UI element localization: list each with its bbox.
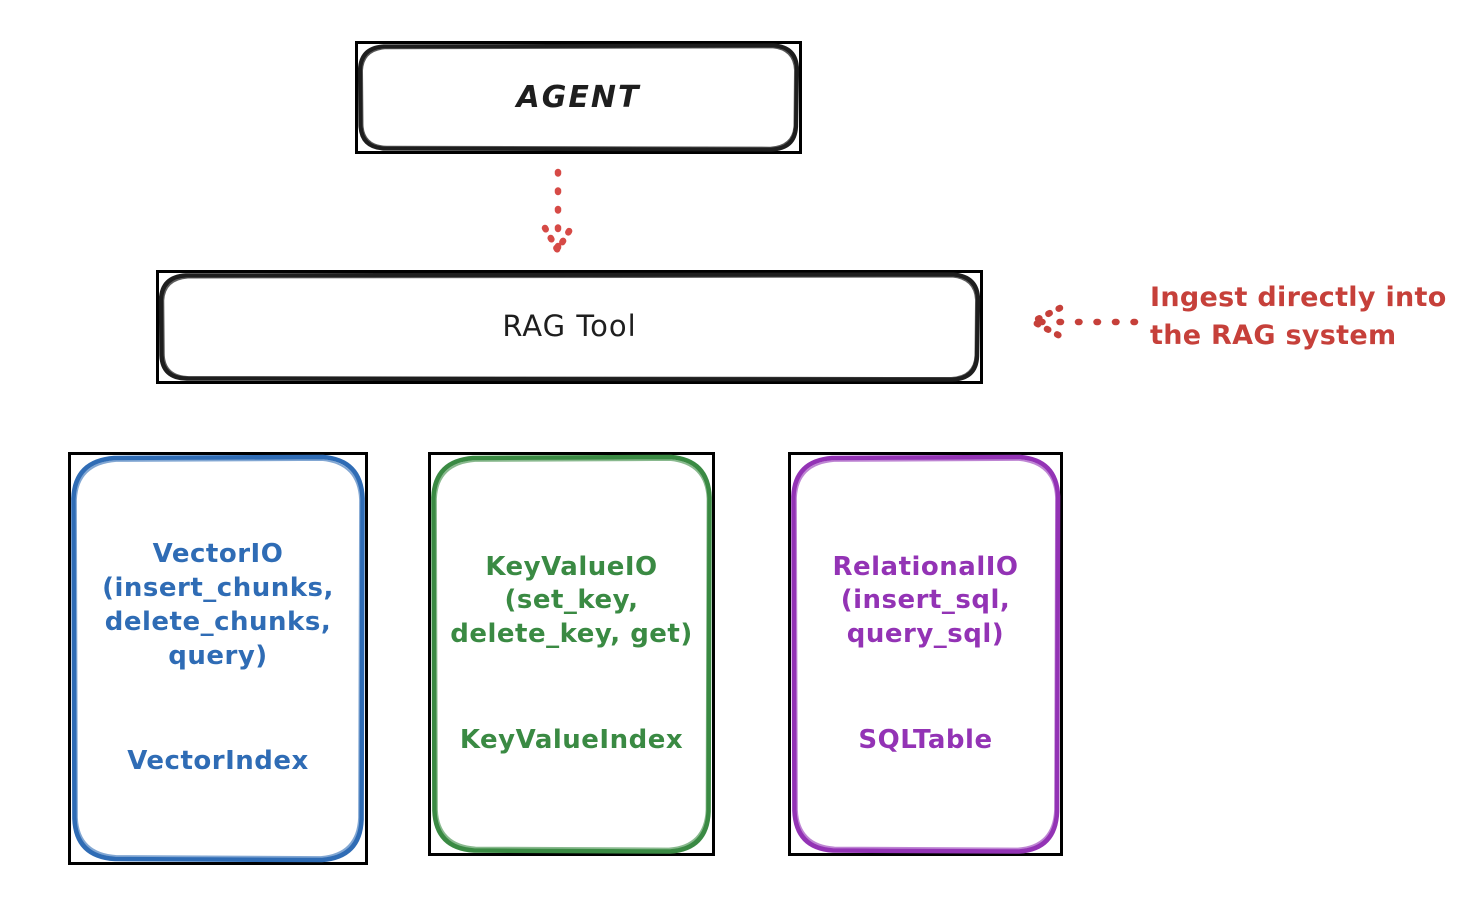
relational-io-api-label: RelationalIO (insert_sql, query_sql) <box>832 551 1019 650</box>
ingest-into-rag-arrow <box>1029 304 1139 340</box>
key-value-io-index-label: KeyValueIndex <box>459 724 684 755</box>
key-value-io-api-label: KeyValueIO (set_key, delete_key, get) <box>450 551 693 650</box>
relational-io-node[interactable]: RelationalIO (insert_sql, query_sql) SQL… <box>788 452 1063 856</box>
rag-tool-node[interactable]: RAG Tool <box>156 270 983 384</box>
vector-io-index-label: VectorIndex <box>127 746 309 777</box>
agent-label: AGENT <box>516 80 641 115</box>
relational-io-label: RelationalIO (insert_sql, query_sql) SQL… <box>832 517 1018 792</box>
vector-io-api-label: VectorIO (insert_chunks, delete_chunks, … <box>102 539 334 671</box>
key-value-io-label: KeyValueIO (set_key, delete_key, get) Ke… <box>450 517 693 792</box>
vector-io-node[interactable]: VectorIO (insert_chunks, delete_chunks, … <box>68 452 368 865</box>
agent-node[interactable]: AGENT <box>355 41 802 154</box>
relational-io-index-label: SQLTable <box>858 724 993 755</box>
ingest-annotation-text: Ingest directly into the RAG system <box>1150 282 1447 352</box>
key-value-io-node[interactable]: KeyValueIO (set_key, delete_key, get) Ke… <box>428 452 715 856</box>
agent-to-rag-tool-arrow <box>541 168 575 254</box>
rag-tool-label: RAG Tool <box>502 309 637 344</box>
vector-io-label: VectorIO (insert_chunks, delete_chunks, … <box>102 504 334 812</box>
